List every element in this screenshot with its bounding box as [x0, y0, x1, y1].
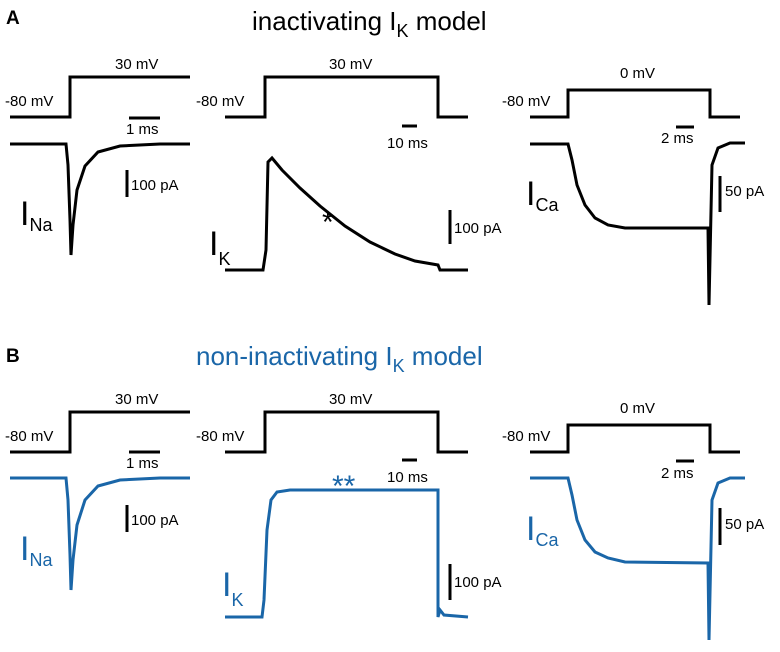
panel-a-k-voltage-protocol — [225, 75, 468, 119]
panel-a-ca-current-label: ICa — [526, 175, 559, 215]
panel-b-k-asterisks: ** — [332, 470, 356, 503]
panel-b-na-current-scale-label: 100 pA — [131, 512, 179, 529]
panel-b-na-current-label: INa — [20, 530, 53, 570]
panel-a-k-asterisk: * — [322, 206, 334, 239]
panel-b-ca-time-scale-label: 2 ms — [661, 465, 694, 482]
panel-a-ca-time-scale-label: 2 ms — [661, 130, 694, 147]
panel-b-k-voltage-protocol — [225, 410, 468, 454]
panel-b-k-hold-label: -80 mV — [196, 428, 244, 445]
panel-a-k-hold-label: -80 mV — [196, 93, 244, 110]
panel-a-ca-column: -80 mV 0 mV 2 ms 50 pA ICa — [502, 65, 764, 306]
panel-a-letter: A — [6, 8, 20, 29]
panel-b-ca-current-label: ICa — [526, 510, 559, 550]
panel-a-na-current-scale-label: 100 pA — [131, 177, 179, 194]
panel-b-ca-current-trace — [530, 476, 745, 641]
panel-b: B non-inactivating IK model -80 mV 30 mV… — [5, 341, 764, 641]
panel-b-na-current-trace — [10, 476, 190, 591]
panel-b-na-column: -80 mV 30 mV 1 ms 100 pA INa — [5, 391, 190, 591]
panel-a-ca-step-label: 0 mV — [620, 65, 655, 82]
panel-a-na-voltage-protocol — [10, 75, 190, 119]
panel-b-k-column: -80 mV 30 mV 10 ms ** 100 pA IK — [196, 391, 502, 619]
panel-a-k-time-scale-label: 10 ms — [387, 135, 428, 152]
panel-a-k-column: -80 mV 30 mV 10 ms * 100 pA IK — [196, 56, 502, 272]
panel-b-ca-voltage-protocol — [530, 423, 740, 454]
panel-a-k-step-label: 30 mV — [329, 56, 372, 73]
panel-a-na-column: -80 mV 30 mV 1 ms 100 pA INa — [5, 56, 190, 256]
panel-b-na-voltage-protocol — [10, 410, 190, 454]
panel-b-ca-current-scale-label: 50 pA — [725, 516, 764, 533]
panel-a-na-step-label: 30 mV — [115, 56, 158, 73]
panel-b-na-step-label: 30 mV — [115, 391, 158, 408]
panel-a-na-current-trace — [10, 142, 190, 256]
panel-b-k-current-scale-label: 100 pA — [454, 574, 502, 591]
panel-a: A inactivating IK model -80 mV 30 mV 1 m… — [5, 6, 764, 306]
panel-b-ca-step-label: 0 mV — [620, 400, 655, 417]
panel-b-k-current-label: IK — [222, 566, 243, 610]
panel-b-na-time-scale-label: 1 ms — [126, 455, 159, 472]
panel-b-ca-hold-label: -80 mV — [502, 428, 550, 445]
panel-a-ca-current-scale-label: 50 pA — [725, 183, 764, 200]
panel-a-title: inactivating IK model — [252, 6, 487, 41]
panel-a-na-time-scale-label: 1 ms — [126, 121, 159, 138]
panel-b-letter: B — [6, 346, 20, 367]
panel-a-ca-current-trace — [530, 141, 745, 306]
panel-a-na-hold-label: -80 mV — [5, 93, 53, 110]
panel-a-k-current-label: IK — [209, 225, 230, 269]
panel-a-ca-hold-label: -80 mV — [502, 93, 550, 110]
panel-a-ca-voltage-protocol — [530, 88, 740, 119]
panel-b-title: non-inactivating IK model — [196, 341, 483, 376]
panel-b-na-hold-label: -80 mV — [5, 428, 53, 445]
panel-a-na-current-label: INa — [20, 195, 53, 235]
panel-a-k-current-scale-label: 100 pA — [454, 220, 502, 237]
panel-b-k-time-scale-label: 10 ms — [387, 469, 428, 486]
panel-b-ca-column: -80 mV 0 mV 2 ms 50 pA ICa — [502, 400, 764, 641]
panel-b-k-current-trace — [225, 488, 469, 619]
panel-a-k-current-trace — [225, 155, 468, 272]
panel-b-k-step-label: 30 mV — [329, 391, 372, 408]
